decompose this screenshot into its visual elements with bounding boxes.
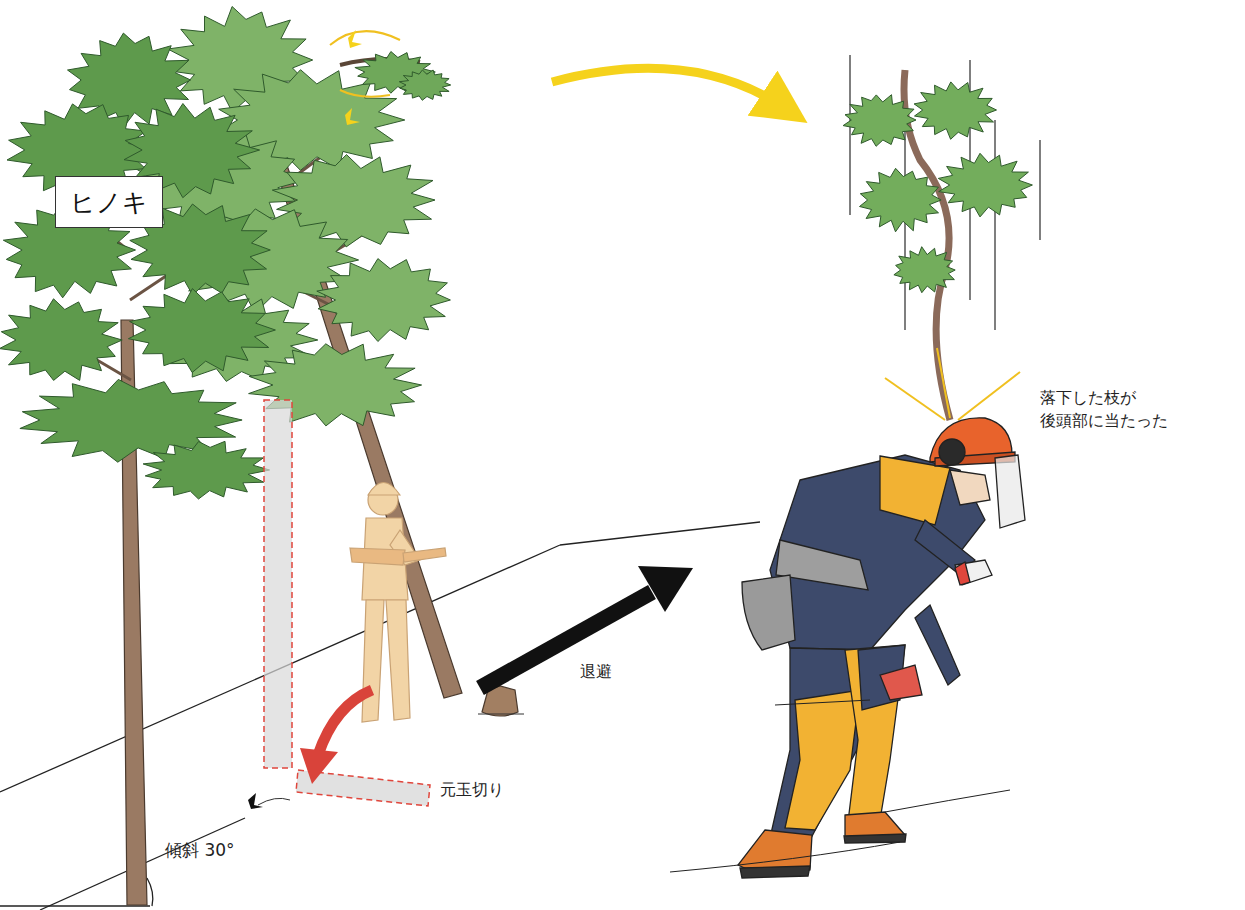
breaking-branch — [330, 31, 400, 45]
injured-worker — [880, 665, 922, 700]
cut-section — [264, 400, 292, 768]
breaking-branch — [340, 90, 390, 97]
worker-silhouette — [350, 548, 405, 565]
stump — [478, 714, 524, 715]
injured-worker — [955, 562, 970, 585]
name-box: ヒノキ — [55, 176, 163, 228]
injured-worker — [785, 690, 860, 830]
ground-lines — [670, 842, 900, 872]
impact-burst — [885, 348, 1020, 420]
cut-direction-arrow — [300, 690, 372, 784]
injured-worker — [939, 439, 965, 465]
action-label: 退避 — [580, 660, 612, 683]
hinoki-crown — [0, 299, 122, 381]
injured-worker — [950, 470, 990, 505]
ground-lines — [885, 790, 1010, 812]
falling-branch-motion — [849, 55, 851, 215]
injured-worker — [738, 418, 1025, 878]
worker-silhouette — [386, 600, 410, 720]
injured-worker — [995, 455, 1025, 528]
hinoki-crown — [0, 33, 275, 499]
falling-branch-foliage — [894, 247, 955, 293]
leaning-tree-crown — [317, 259, 451, 342]
falling-branch-motion — [1039, 140, 1041, 240]
hinoki-crown — [128, 289, 275, 373]
impact-burst — [885, 378, 945, 420]
cut-direction-arrow — [318, 690, 372, 755]
operation-label: 元玉切り — [440, 778, 504, 801]
impact-burst — [958, 372, 1020, 420]
falling-branch-foliage — [938, 153, 1032, 217]
worker-silhouette — [403, 548, 446, 562]
falling-branch-motion — [850, 55, 1040, 330]
breaking-branch — [348, 30, 362, 48]
falling-branch-foliage — [843, 82, 1032, 293]
ground-lines — [775, 700, 870, 705]
injured-worker — [844, 834, 906, 843]
falling-branch-foliage — [843, 95, 916, 147]
injured-worker — [740, 866, 810, 878]
injured-worker — [770, 455, 985, 650]
breaking-branch — [345, 108, 360, 125]
hinoki-crown — [143, 441, 270, 499]
worker-silhouette — [350, 483, 446, 723]
injured-worker — [955, 560, 992, 585]
branch-foliage — [355, 52, 451, 101]
fall-path-arrow — [552, 68, 785, 108]
cut-direction-arrow — [300, 748, 338, 784]
cut-section — [248, 400, 430, 809]
worker-silhouette — [362, 600, 384, 722]
worker-silhouette — [368, 483, 400, 496]
slope-angle: 傾斜 30° — [165, 838, 235, 863]
accident-note: 落下した枝が 後頭部に当たった — [1040, 386, 1220, 432]
evacuation-arrow — [638, 566, 693, 612]
cut-section — [258, 798, 290, 805]
impact-burst — [937, 348, 950, 418]
branch-foliage — [399, 70, 450, 100]
ground-lines — [670, 700, 1010, 872]
falling-branch-foliage — [914, 82, 996, 139]
slope-ground — [560, 522, 760, 545]
evacuation-arrow — [480, 566, 693, 688]
falling-branch-motion — [994, 120, 996, 330]
falling-branch-foliage — [860, 168, 942, 232]
cut-section — [248, 793, 263, 809]
evacuation-arrow — [480, 592, 652, 688]
injured-worker — [742, 575, 795, 650]
injured-worker — [915, 605, 960, 685]
slope-ground — [147, 878, 153, 906]
tree-name: ヒノキ — [70, 186, 148, 219]
